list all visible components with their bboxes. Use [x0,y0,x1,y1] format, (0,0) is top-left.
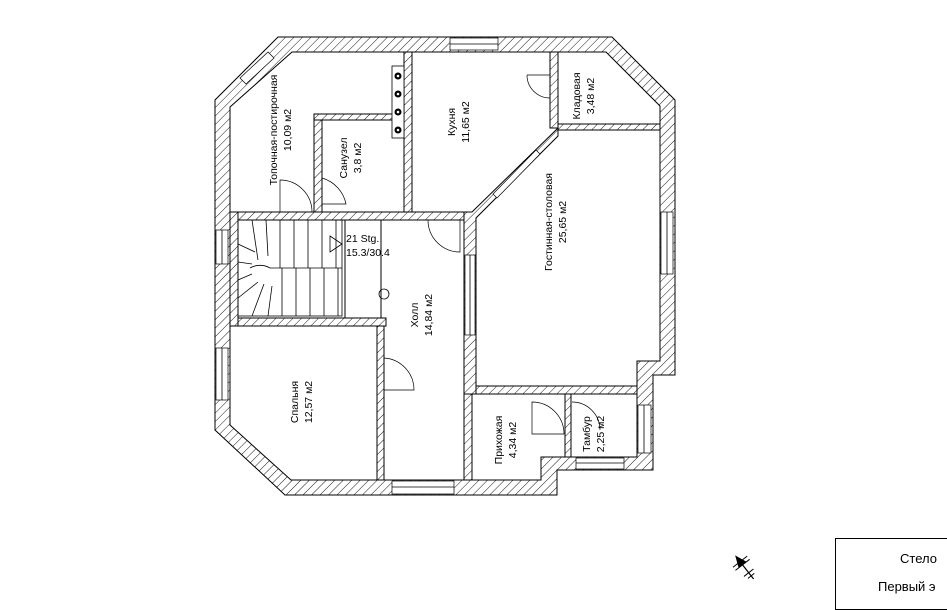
room-label-hall: Холл 14,84 м2 [409,294,435,336]
room-name: Холл [409,303,421,328]
room-label-living-dining: Гостинная-столовая 25,65 м2 [543,173,569,271]
staircase [237,219,390,317]
room-area: 25,65 м2 [557,201,569,243]
room-area: 4,34 м2 [507,422,519,459]
room-label-kitchen: Кухня 11,65 м2 [446,101,472,143]
room-label-toponchnaya: Топочная-постирочная 10,09 м2 [268,75,294,186]
room-label-hallway: Прихожая 4,34 м2 [493,416,519,465]
room-area: 2,25 м2 [595,416,607,453]
room-label-vestibule: Тамбур 2,25 м2 [581,416,607,453]
room-name: Санузел [338,138,350,179]
doors [279,74,601,435]
title-block [835,538,947,610]
floor-plan: Топочная-постирочная 10,09 м2 Санузел 3,… [214,36,755,580]
stair-dimensions-label: 15.3/30.4 [346,247,390,259]
title-block-floor: Первый э [878,579,936,594]
room-area: 12,57 м2 [303,381,315,423]
room-area: 3,48 м2 [585,78,597,115]
outer-wall [214,36,676,496]
stove-icon [391,65,405,139]
room-name: Топочная-постирочная [268,75,280,186]
room-label-pantry: Кладовая 3,48 м2 [571,72,597,119]
room-label-bedroom: Спальня 12,57 м2 [289,381,315,423]
windows [215,37,674,495]
room-area: 11,65 м2 [460,101,472,143]
room-area: 14,84 м2 [423,294,435,336]
title-block-name: Стело [900,551,937,566]
room-name: Тамбур [581,416,593,452]
room-label-sanuzel: Санузел 3,8 м2 [338,138,364,179]
room-name: Гостинная-столовая [543,173,555,271]
room-area: 3,8 м2 [352,143,364,174]
room-name: Кухня [446,108,458,136]
room-name: Прихожая [493,416,505,465]
north-arrow-icon [732,555,755,580]
room-name: Кладовая [571,72,583,119]
room-area: 10,09 м2 [282,109,294,151]
stair-steps-label: 21 Stg. [346,233,379,245]
room-name: Спальня [289,381,301,423]
